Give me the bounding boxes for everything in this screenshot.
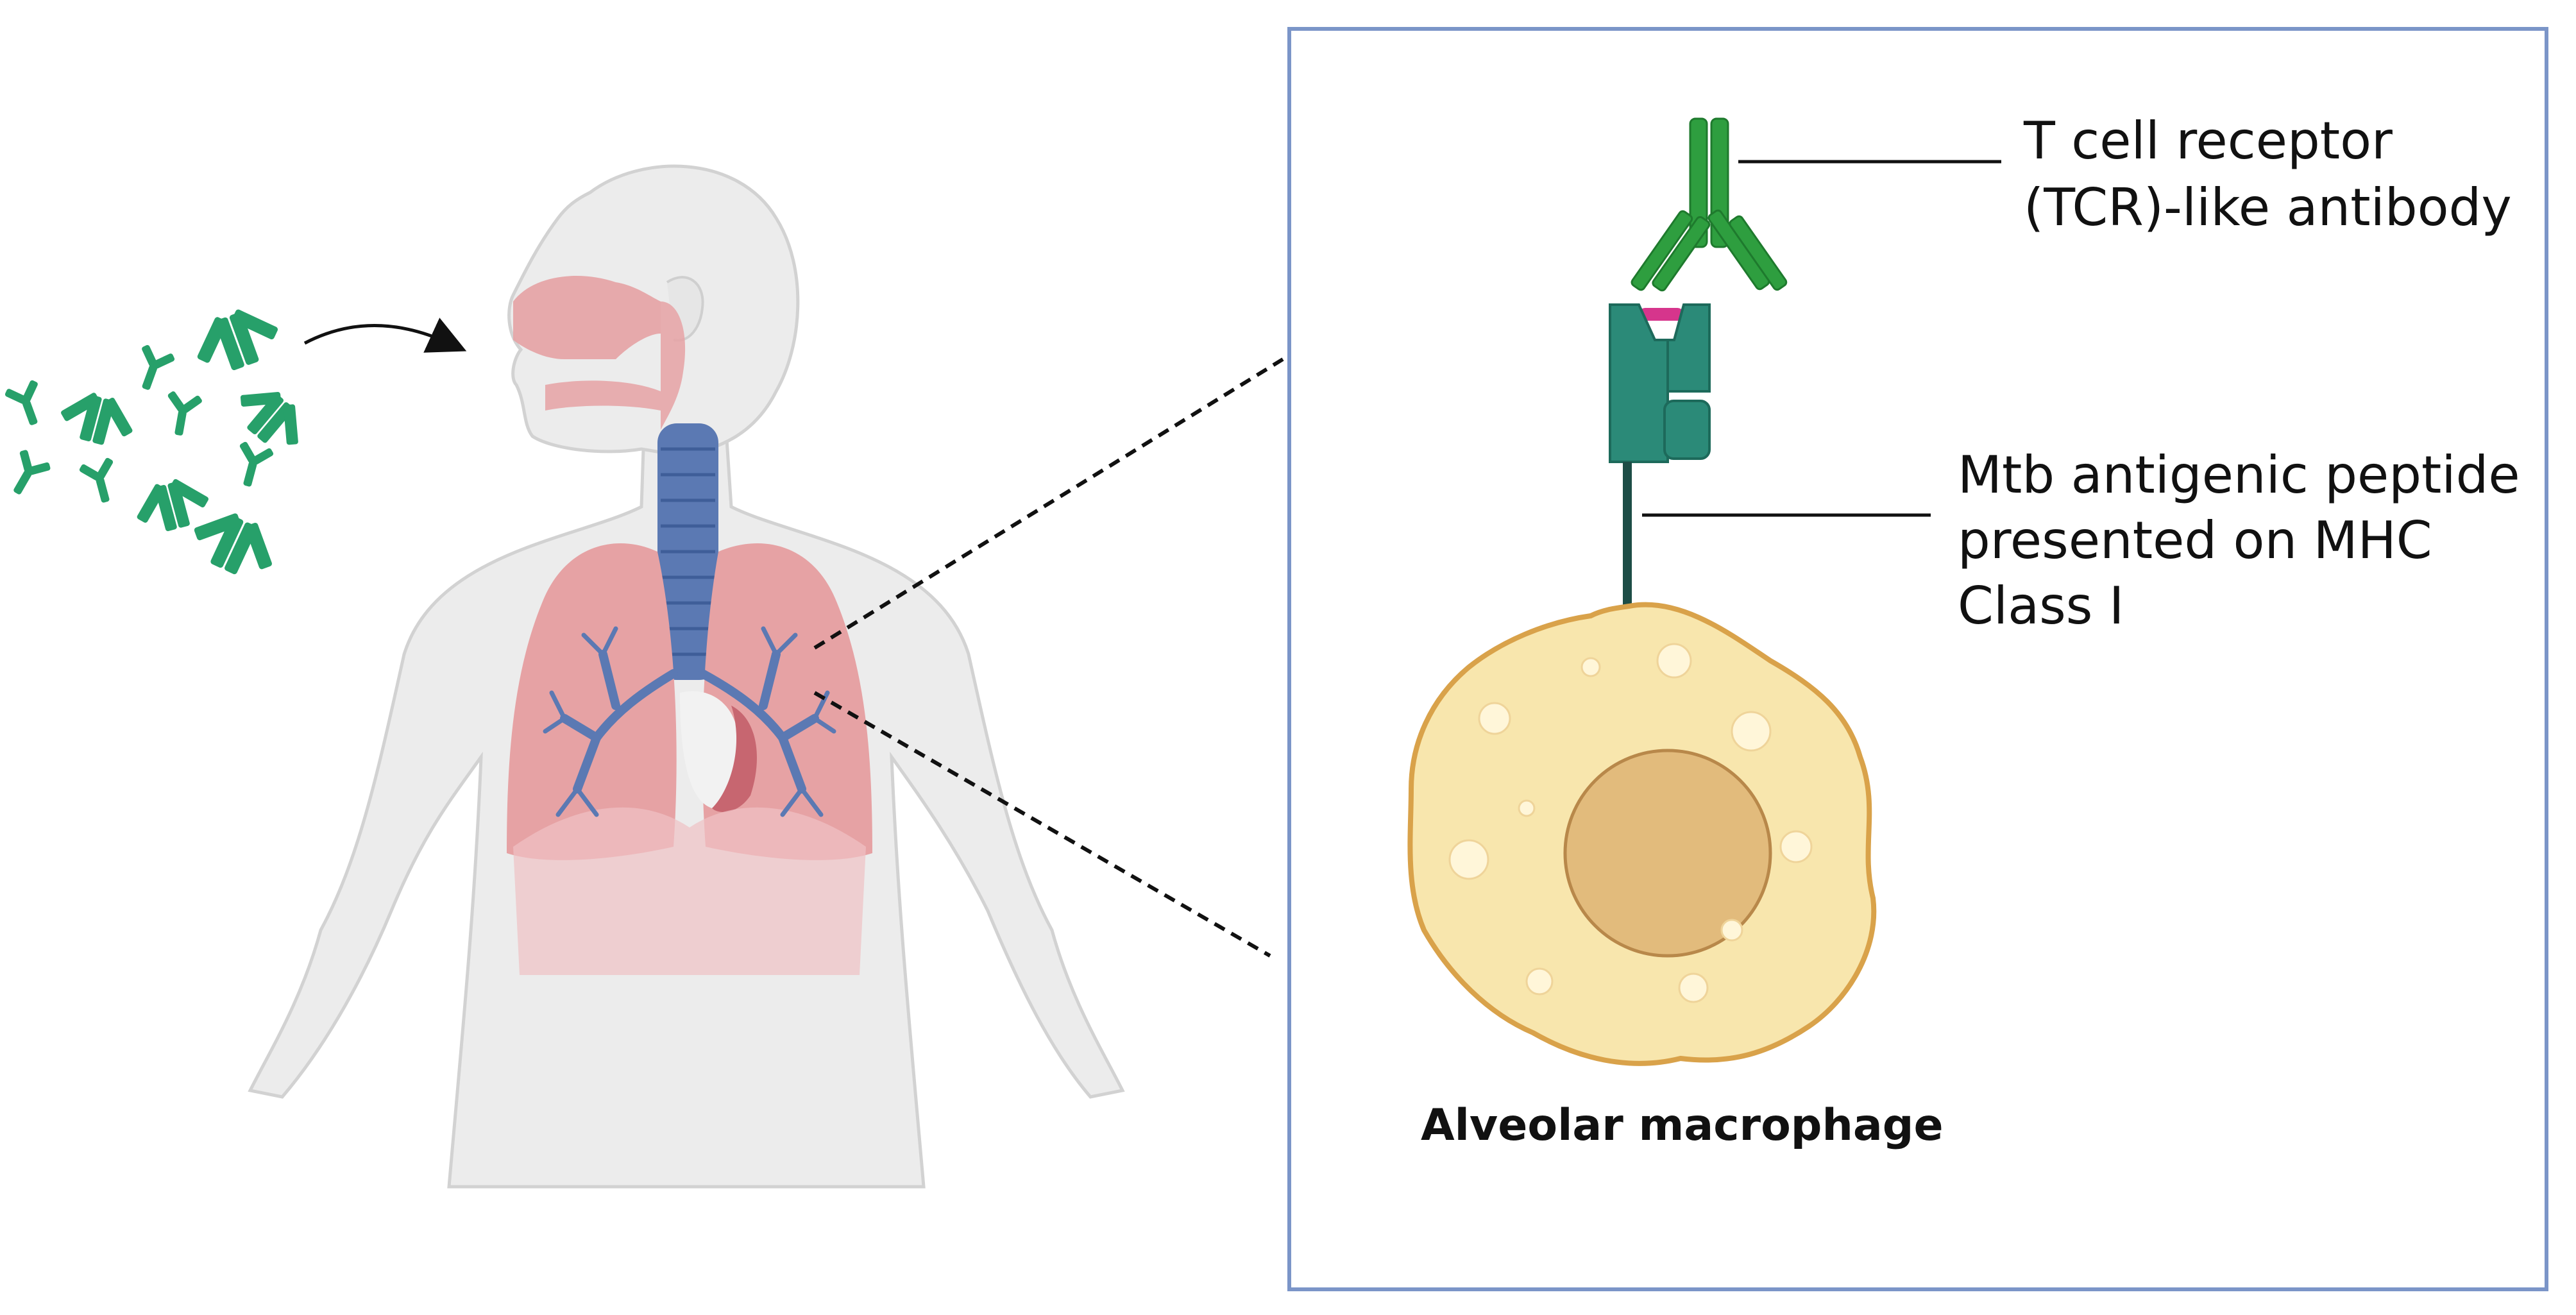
bronchi-icon (543, 626, 836, 817)
antibody-icon (128, 342, 178, 396)
zoom-line-top (813, 357, 1284, 650)
mhc-label-line1: Mtb antigenic peptide (1958, 445, 2520, 505)
aerosol-antibodies (0, 297, 317, 588)
zoom-line-bottom (813, 691, 1271, 958)
tcr-label-line2: (TCR)-like antibody (2024, 178, 2512, 237)
mhc-label-line3: Class I (1958, 576, 2124, 636)
mhc-label-line2: presented on MHC (1958, 511, 2432, 570)
arrow-icon (303, 318, 467, 353)
tcr-like-antibody-icon (1631, 117, 1788, 292)
human-body-icon (248, 164, 1125, 1189)
antibody-icon (160, 389, 205, 439)
tcr-label-line1: T cell receptor (2024, 111, 2393, 171)
lungs-icon (507, 543, 872, 975)
peptide-icon (1639, 308, 1684, 321)
antibody-icon (55, 384, 141, 452)
tcr-label: T cell receptor (TCR)-like antibody (2024, 108, 2512, 241)
antibody-icon (2, 377, 52, 431)
antibody-icon (229, 439, 276, 491)
mhc-class-i-icon (1609, 303, 1711, 606)
antibody-icon (185, 297, 287, 381)
macrophage-label: Alveolar macrophage (1421, 1100, 1944, 1151)
antibody-icon (183, 498, 287, 588)
nucleus-icon (1563, 749, 1772, 958)
macrophage-icon (1407, 602, 1877, 1066)
antibody-icon (77, 455, 124, 507)
mhc-label: Mtb antigenic peptide presented on MHC C… (1958, 443, 2520, 639)
trachea-icon (657, 423, 718, 680)
antibody-icon (0, 446, 54, 503)
